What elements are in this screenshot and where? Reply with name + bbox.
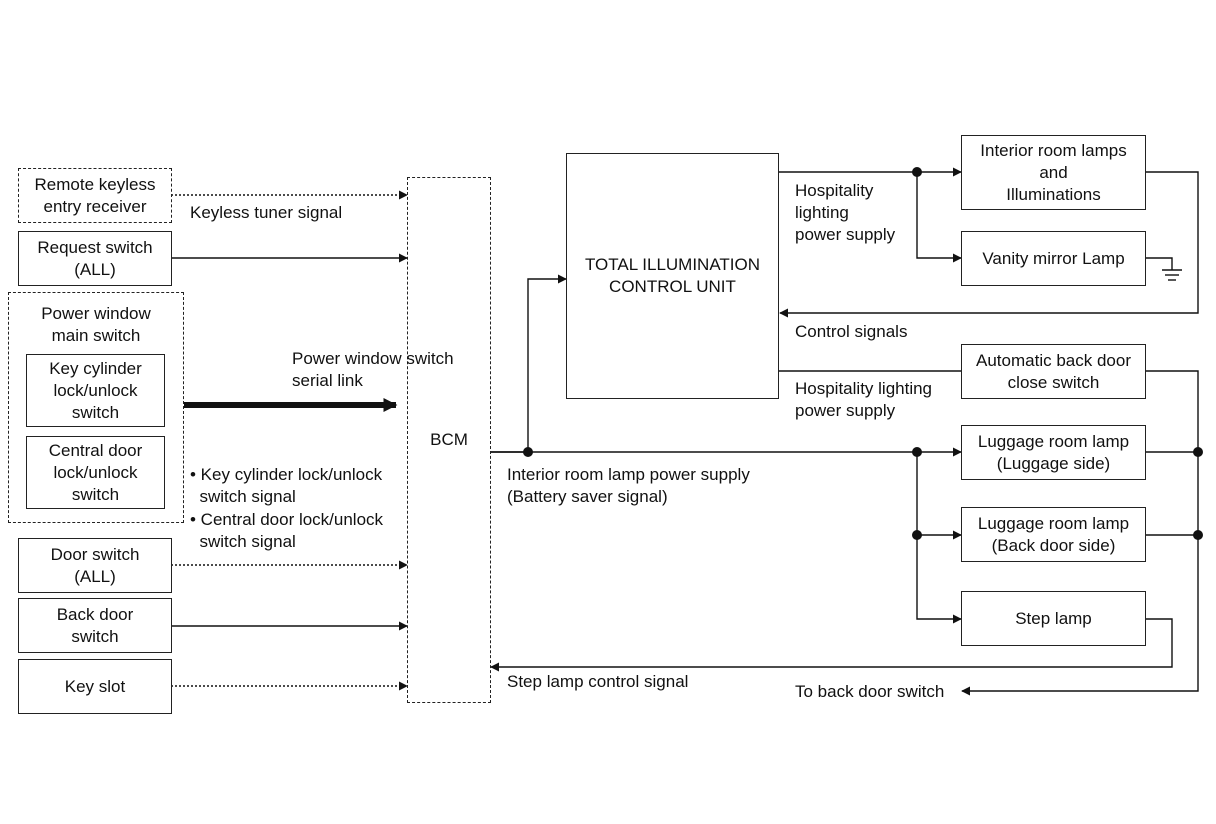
vanity-mirror-lamp-box: Vanity mirror Lamp: [961, 231, 1146, 286]
keyless-tuner-label: Keyless tuner signal: [190, 203, 343, 222]
to-back-door-label: To back door switch: [795, 682, 945, 701]
request-switch-box: Request switch(ALL): [18, 231, 172, 286]
key-slot-box: Key slot: [18, 659, 172, 714]
luggage-room-lamp-luggage-box: Luggage room lamp(Luggage side): [961, 425, 1146, 480]
step-control-line: [490, 618, 1173, 672]
key-cylinder-signal-label: • Key cylinder lock/unlock switch signal: [190, 465, 383, 506]
junction-dots: [523, 167, 1203, 540]
interior-supply-label: Interior room lamp power supply(Battery …: [507, 465, 750, 506]
bcm-to-tic-line: [490, 274, 567, 453]
vanity-branch: [916, 172, 962, 263]
door-switch-box: Door switch(ALL): [18, 538, 172, 593]
luggage-back-branch: [916, 452, 962, 540]
central-door-signal-label: • Central door lock/unlock switch signal: [190, 510, 384, 551]
bcm-box: BCM: [407, 177, 491, 703]
vanity-ground-line: [1145, 257, 1173, 270]
control-signals-label: Control signals: [795, 322, 908, 341]
control-signals-line: [779, 171, 1199, 318]
luggage-room-lamp-backdoor-box: Luggage room lamp(Back door side): [961, 507, 1146, 562]
step-lamp-box: Step lamp: [961, 591, 1146, 646]
step-control-label: Step lamp control signal: [507, 672, 689, 691]
step-lamp-branch: [916, 535, 962, 624]
